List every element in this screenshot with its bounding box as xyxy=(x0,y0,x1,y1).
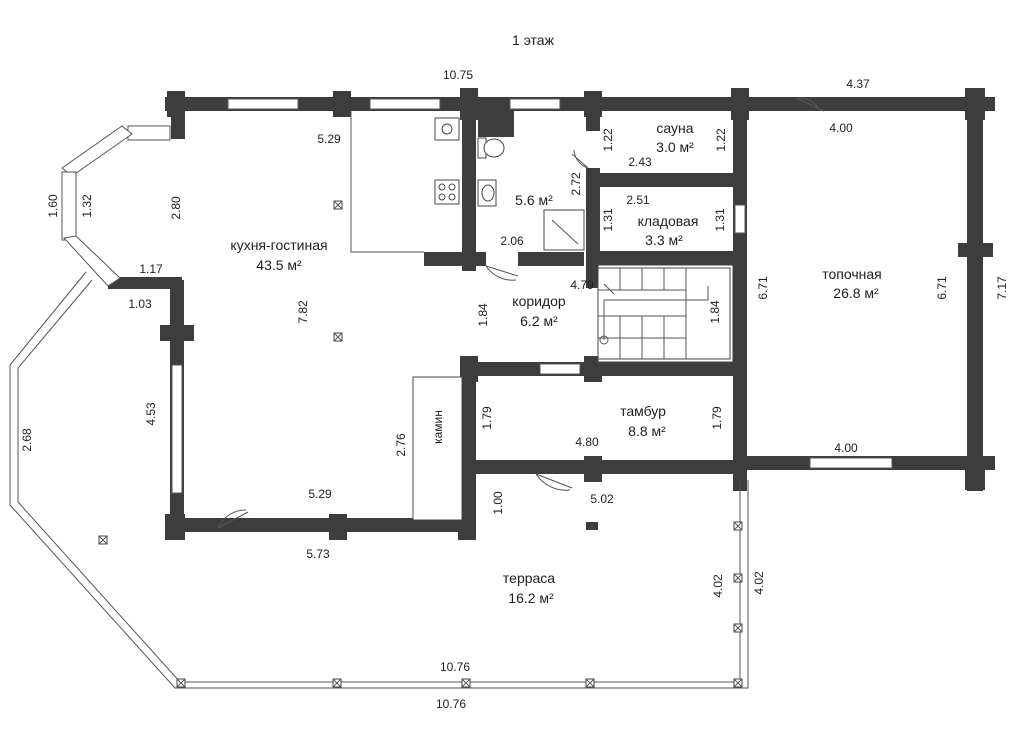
dimension: 1.00 xyxy=(491,491,505,515)
dimension: 5.29 xyxy=(308,487,332,501)
room-area-kitchen: 43.5 м² xyxy=(256,257,302,273)
dimension: 1.79 xyxy=(480,406,494,430)
doors xyxy=(217,97,825,529)
room-name-terrace: терраса xyxy=(503,570,555,586)
dimension: 4.79 xyxy=(570,278,594,292)
dimension: 10.76 xyxy=(440,660,470,674)
room-area-pantry: 3.3 м² xyxy=(645,232,683,248)
dimension: 1.32 xyxy=(80,194,94,218)
dimension: 2.80 xyxy=(169,196,183,220)
dimension: 2.76 xyxy=(394,433,408,457)
dimension: 1.03 xyxy=(128,297,152,311)
fixtures xyxy=(98,111,743,688)
stove-icon xyxy=(434,179,460,205)
dimension: 2.72 xyxy=(569,172,583,196)
post-markers xyxy=(98,200,743,688)
dimension: 4.37 xyxy=(846,77,870,91)
room-area-bath: 5.6 м² xyxy=(515,192,553,208)
washbasin-icon xyxy=(477,179,497,207)
room-name-boiler: топочная xyxy=(822,266,882,282)
room-name-vestibule: тамбур xyxy=(620,403,666,419)
dimension: 4.02 xyxy=(711,574,725,598)
room-area-vestibule: 8.8 м² xyxy=(628,423,666,439)
dimension: 6.71 xyxy=(756,276,770,300)
dimension: 1.60 xyxy=(46,194,60,218)
dimension: 7.17 xyxy=(995,276,1009,300)
dimension-labels: 10.75 4.37 4.00 5.29 1.22 1.22 2.43 2.72… xyxy=(20,68,1009,711)
room-name-kitchen: кухня-гостиная xyxy=(230,237,327,253)
fireplace-label: камин xyxy=(431,410,445,444)
dimension: 2.51 xyxy=(626,193,650,207)
dimension: 4.00 xyxy=(834,441,858,455)
dimension: 4.02 xyxy=(752,571,766,595)
staircase-icon xyxy=(597,264,734,363)
toilet-icon xyxy=(477,137,505,159)
dimension: 6.71 xyxy=(935,276,949,300)
dimension: 4.80 xyxy=(575,435,599,449)
dimension: 10.76 xyxy=(436,697,466,711)
dimension: 1.22 xyxy=(601,128,615,152)
dimension: 5.02 xyxy=(590,492,614,506)
dimension: 2.06 xyxy=(500,234,524,248)
room-area-sauna: 3.0 м² xyxy=(656,139,694,155)
dimension: 7.82 xyxy=(296,300,310,324)
dimension: 4.00 xyxy=(829,121,853,135)
room-labels: кухня-гостиная 43.5 м² 5.6 м² сауна 3.0 … xyxy=(230,120,881,606)
dimension: 5.29 xyxy=(317,132,341,146)
fireplace xyxy=(412,376,463,521)
dimension: 1.17 xyxy=(139,262,163,276)
room-area-boiler: 26.8 м² xyxy=(833,285,879,301)
windows xyxy=(61,98,893,494)
room-name-corridor: коридор xyxy=(512,293,566,309)
room-area-terrace: 16.2 м² xyxy=(508,590,554,606)
room-area-corridor: 6.2 м² xyxy=(520,313,558,329)
dimension: 10.75 xyxy=(443,68,473,82)
dimension: 4.53 xyxy=(144,402,158,426)
room-name-pantry: кладовая xyxy=(638,213,699,229)
dimension: 5.73 xyxy=(306,547,330,561)
dimension: 1.22 xyxy=(714,128,728,152)
dimension: 1.84 xyxy=(476,303,490,327)
dimension: 1.31 xyxy=(601,208,615,232)
dimension: 2.68 xyxy=(20,428,34,452)
plan-title: 1 этаж xyxy=(512,32,555,48)
dimension: 1.84 xyxy=(708,300,722,324)
terrace-outline xyxy=(9,271,749,689)
dimension: 1.31 xyxy=(713,208,727,232)
dimension: 1.79 xyxy=(710,406,724,430)
shower-icon xyxy=(543,209,585,251)
dimension: 2.43 xyxy=(628,155,652,169)
room-name-sauna: сауна xyxy=(656,120,693,136)
